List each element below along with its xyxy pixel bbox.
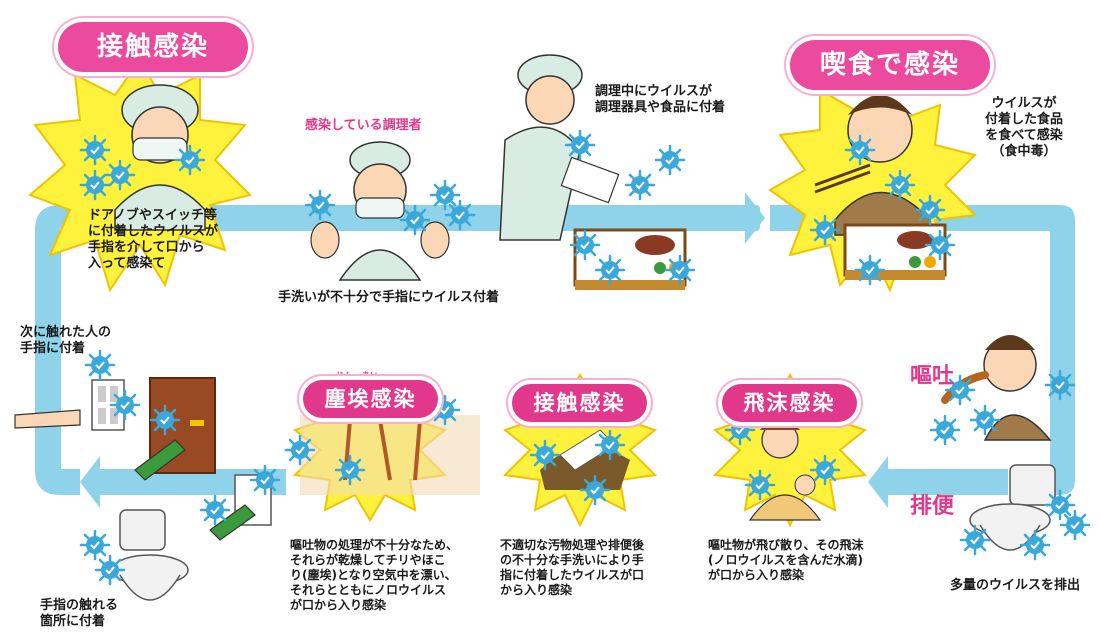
infected-cook-figure [310, 141, 450, 281]
infected-cook-label: 感染している調理者 [305, 118, 422, 133]
excrete-label: 排便 [910, 494, 955, 519]
food-infection-title: 喫食で感染 [790, 40, 990, 90]
toilet-icon [111, 509, 189, 601]
ruby-ai: あい [362, 371, 378, 380]
droplet-infection-badge: 飛沫感染 [722, 384, 857, 422]
touch-spot-text: 手指の触れる 箇所に付着 [40, 598, 119, 629]
dust-scene [300, 415, 480, 495]
large-virus-text: 多量のウイルスを排出 [950, 578, 1081, 593]
cooking-worker-figure [499, 54, 620, 241]
worker-figure [114, 84, 206, 231]
droplet-description: 嘔吐物が飛び散り、その飛沫 (ノロウイルスを含んだ水滴) が口から入り感染 [708, 538, 864, 582]
ruby-jin: じん [336, 371, 352, 380]
contact-infection-badge: 接触感染 [512, 384, 647, 422]
next-person-text: 次に触れた人の 手指に付着 [20, 325, 112, 356]
wiping-scene [540, 429, 630, 490]
eating-text: ウイルスが 付着した食品 を食べて感染 （食中毒） [985, 96, 1064, 159]
hand-figures [14, 409, 256, 541]
dust-infection-badge: 塵埃感染 [303, 380, 438, 418]
contact-infection-title: 接触感染 [58, 22, 248, 72]
bento-box-icon [843, 223, 947, 280]
cooking-text: 調理中にウイルスが 調理器具や食品に付着 [595, 84, 726, 115]
handwash-text: 手洗いが不十分で手指にウイルス付着 [278, 290, 500, 305]
contact-description: 不適切な汚物処理や排便後 の不十分な手洗いにより手 指に付着したウイルスが口 か… [500, 538, 645, 597]
door-switch-text: ドアノブやスイッチ等 に付着したウイルスが 手指を介して口から 入って感染て [88, 208, 219, 271]
dust-description: 嘔吐物の処理が不十分なため、 それらが乾燥してチリやほこ り(塵埃)となり空気中… [290, 538, 459, 612]
vomiting-person-figure [941, 335, 1052, 441]
vomit-label: 嘔吐 [910, 364, 955, 389]
